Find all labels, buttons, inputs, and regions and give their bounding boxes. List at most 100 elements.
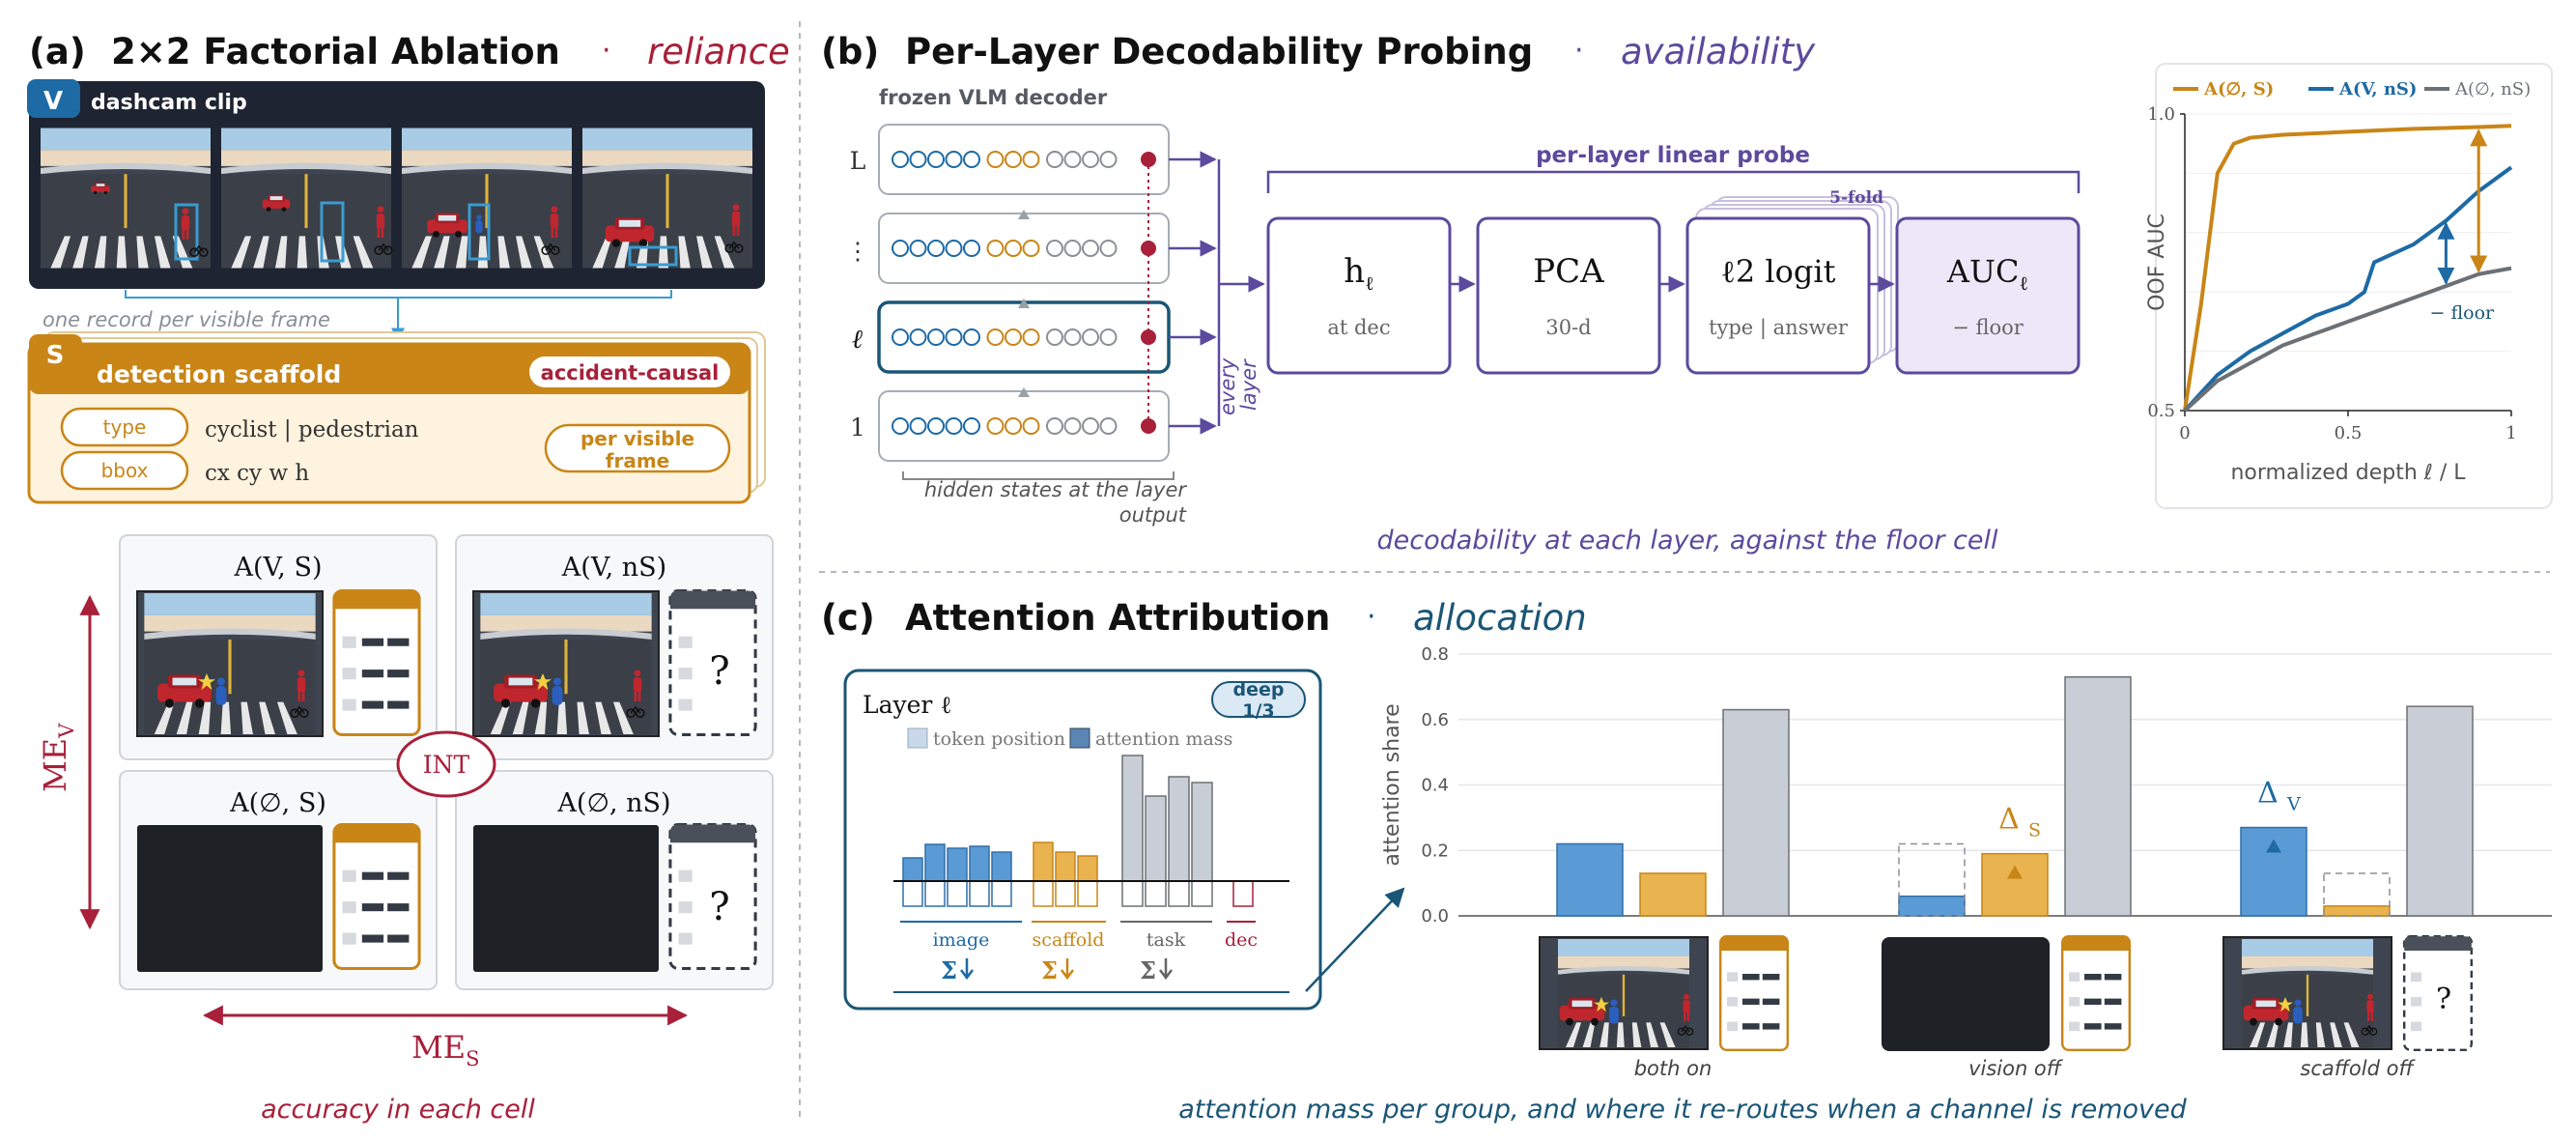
token-circle <box>986 240 1005 257</box>
deep-line2: 1/3 <box>1242 700 1274 722</box>
token-circle <box>945 417 963 435</box>
cell-v-ns: A(V, nS) ? <box>455 534 774 760</box>
token-circle <box>963 151 980 168</box>
token-circle <box>1005 328 1022 346</box>
token-circle <box>909 417 927 435</box>
delta-s-sub: S <box>2028 820 2041 841</box>
panel-c-title: Attention Attribution <box>905 597 1330 639</box>
token-circle <box>892 240 909 257</box>
cond-scaffold-off-question: ? <box>2436 983 2451 1016</box>
token-mass-bar <box>991 851 1012 882</box>
token-circle <box>945 240 963 257</box>
clip-frame-2 <box>221 126 393 271</box>
probe-box-pca: PCA 30-d <box>1476 216 1661 375</box>
token-circle <box>892 417 909 435</box>
token-circle <box>963 417 980 435</box>
token-circle <box>1099 240 1118 257</box>
panel-b-title: Per-Layer Decodability Probing <box>905 31 1533 72</box>
token-circle <box>1082 151 1099 168</box>
token-circle <box>927 328 945 346</box>
dashcam-clip-frame <box>29 81 765 289</box>
token-mass-bar <box>924 843 946 882</box>
legend-mass-text: attention mass <box>1095 728 1232 750</box>
v-badge-text: V <box>43 87 63 116</box>
delta-s: Δ <box>1998 803 2020 837</box>
y-tick-label: 0.4 <box>1421 776 1449 796</box>
every-layer-1: every <box>1216 357 1239 415</box>
panel-c-subtitle: allocation <box>1413 597 1587 639</box>
panel-a-subtitle: reliance <box>647 31 790 72</box>
clip-frame-4 <box>582 126 752 271</box>
me-s-main: ME <box>411 1029 466 1066</box>
cell-v-s: A(V, S) <box>119 534 438 760</box>
token-circle <box>1022 417 1040 435</box>
cond-both-on <box>1539 935 1790 1051</box>
x-tick-label: 1 <box>2505 423 2516 443</box>
bar-image <box>2240 826 2307 917</box>
ghost-bar-scaffold <box>2323 872 2391 917</box>
token-mass-bar <box>1055 851 1076 882</box>
token-circle <box>927 240 945 257</box>
record-note: one record per visible frame <box>42 308 330 331</box>
every-layer-2: layer <box>1237 358 1260 411</box>
token-circle <box>1082 417 1099 435</box>
y-axis-label: attention share <box>1380 703 1404 866</box>
delta-v-marker <box>2266 839 2281 853</box>
token-circle <box>1046 240 1063 257</box>
bar-task <box>2064 675 2132 917</box>
token-circle <box>986 151 1005 168</box>
box-h-note: at dec <box>1327 316 1390 339</box>
bar-image <box>1898 895 1966 917</box>
token-mass-bar <box>969 845 990 882</box>
token-circle <box>986 417 1005 435</box>
cond-vision-off <box>1882 935 2132 1051</box>
probe-bracket <box>1266 170 2081 193</box>
token-circle <box>945 328 963 346</box>
token-position-cell <box>991 880 1012 907</box>
per-frame-pill <box>544 423 731 473</box>
blank-video <box>473 825 659 972</box>
auc-chart-frame <box>2155 63 2553 509</box>
layer-to-chart-arrow <box>1305 887 1405 992</box>
token-circle <box>1022 151 1040 168</box>
box-pca-note: 30-d <box>1545 316 1591 339</box>
x-axis-label: normalized depth ℓ / L <box>2230 461 2466 485</box>
delta-v-sub: V <box>2286 794 2301 815</box>
cond-scaffold-off: ? <box>2222 935 2474 1051</box>
legend-label: A(∅, S) <box>2203 79 2274 100</box>
panel-a-dot: · <box>602 34 611 68</box>
token-circle <box>892 328 909 346</box>
token-circle <box>1099 151 1118 168</box>
token-position-cell <box>1191 880 1213 907</box>
box-pca-label: PCA <box>1533 252 1604 291</box>
clip-label: dashcam clip <box>91 91 247 115</box>
layer-label-dots: ⋮ <box>846 237 870 265</box>
y-tick-label: 0.8 <box>1421 644 1449 665</box>
blank-video <box>137 825 323 972</box>
x-tick-label: 0 <box>2179 423 2190 443</box>
row-up-arrow <box>1018 210 1030 219</box>
field-type-value: cyclist | pedestrian <box>205 417 419 442</box>
token-circle <box>1082 240 1099 257</box>
dec-token-cell <box>1232 880 1254 907</box>
token-position-cell <box>1121 880 1144 907</box>
panel-c-label: (c) <box>821 597 875 639</box>
hidden-line2: output <box>1119 503 1187 527</box>
box-auc-label: AUCℓ <box>1946 253 2028 295</box>
token-circle <box>927 151 945 168</box>
token-circle <box>1063 240 1082 257</box>
token-position-cell <box>1055 880 1076 907</box>
probe-label: per-layer linear probe <box>1536 143 1810 168</box>
category-label: both on <box>1634 1057 1713 1080</box>
token-circle <box>1099 417 1118 435</box>
legend-pos-swatch <box>907 727 928 749</box>
s-badge-text: S <box>46 341 65 370</box>
panel-a: (a) 2×2 Factorial Ablation · reliance V … <box>27 31 790 1125</box>
y-tick-label: 0.0 <box>1421 906 1449 926</box>
token-circle <box>1046 417 1063 435</box>
cell-0-s-title: A(∅, S) <box>229 788 326 818</box>
deep-pill <box>1211 681 1306 718</box>
me-v-main: ME <box>37 738 73 792</box>
token-position-cell <box>902 880 923 907</box>
hidden-bracket <box>902 471 1175 480</box>
